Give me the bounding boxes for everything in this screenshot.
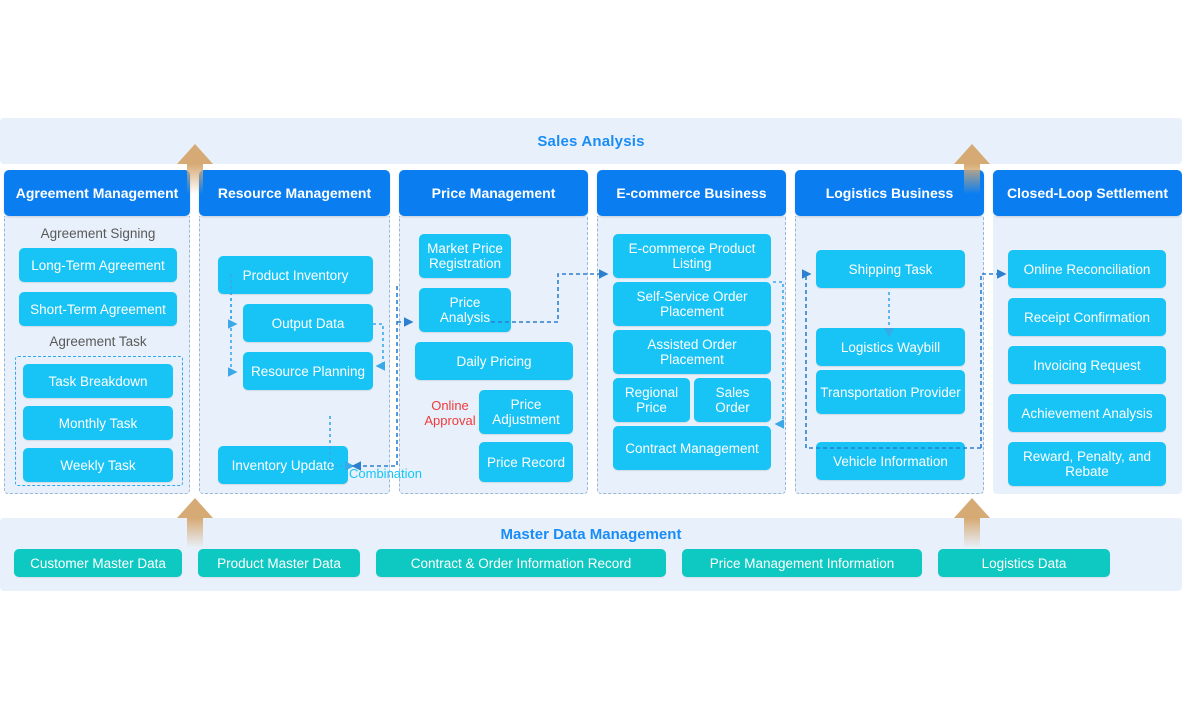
arrow-head [954, 498, 990, 518]
up-arrow-right-top [954, 144, 990, 194]
column-header-ecommerce-business[interactable]: E-commerce Business [597, 170, 786, 216]
column-body-ecommerce-business: E-commerce Product Listing Self-Service … [597, 216, 786, 494]
column-header-price-management[interactable]: Price Management [399, 170, 588, 216]
node-receipt-confirmation[interactable]: Receipt Confirmation [1008, 298, 1166, 336]
up-arrow-left-bottom [177, 498, 213, 548]
node-monthly-task[interactable]: Monthly Task [23, 406, 173, 440]
node-regional-price[interactable]: Regional Price [613, 378, 690, 422]
column-body-logistics-business: Shipping Task Logistics Waybill Transpor… [795, 216, 984, 494]
chip-customer-master-data[interactable]: Customer Master Data [14, 549, 182, 577]
node-daily-pricing[interactable]: Daily Pricing [415, 342, 573, 380]
column-closed-loop-settlement: Closed-Loop Settlement Online Reconcilia… [993, 170, 1182, 494]
section-label-agreement-task: Agreement Task [49, 334, 147, 349]
node-contract-management[interactable]: Contract Management [613, 426, 771, 470]
node-assisted-order-placement[interactable]: Assisted Order Placement [613, 330, 771, 374]
node-price-record[interactable]: Price Record [479, 442, 573, 482]
node-sales-order[interactable]: Sales Order [694, 378, 771, 422]
master-data-chip-row: Customer Master Data Product Master Data… [0, 549, 1182, 577]
node-price-analysis[interactable]: Price Analysis [419, 288, 511, 332]
node-vehicle-information[interactable]: Vehicle Information [816, 442, 965, 480]
node-invoicing-request[interactable]: Invoicing Request [1008, 346, 1166, 384]
column-body-price-management: Market Price Registration Price Analysis… [399, 216, 588, 494]
column-ecommerce-business: E-commerce Business E-commerce Product L… [597, 170, 786, 494]
agreement-task-group-box [15, 356, 183, 486]
node-online-reconciliation[interactable]: Online Reconciliation [1008, 250, 1166, 288]
node-market-price-registration[interactable]: Market Price Registration [419, 234, 511, 278]
column-body-resource-management: Product Inventory Output Data Resource P… [199, 216, 390, 494]
column-body-closed-loop-settlement: Online Reconciliation Receipt Confirmati… [993, 216, 1182, 494]
arrow-shaft [964, 518, 980, 548]
node-output-data[interactable]: Output Data [243, 304, 373, 342]
annotation-combination: Combination [349, 466, 422, 481]
node-reward-penalty-and-rebate[interactable]: Reward, Penalty, and Rebate [1008, 442, 1166, 486]
arrow-head [177, 498, 213, 518]
chip-price-management-information[interactable]: Price Management Information [682, 549, 922, 577]
up-arrow-left-top [177, 144, 213, 194]
chip-product-master-data[interactable]: Product Master Data [198, 549, 360, 577]
node-achievement-analysis[interactable]: Achievement Analysis [1008, 394, 1166, 432]
node-shipping-task[interactable]: Shipping Task [816, 250, 965, 288]
node-resource-planning[interactable]: Resource Planning [243, 352, 373, 390]
column-header-closed-loop-settlement[interactable]: Closed-Loop Settlement [993, 170, 1182, 216]
column-header-logistics-business[interactable]: Logistics Business [795, 170, 984, 216]
column-resource-management: Resource Management Product Inventory Ou… [199, 170, 390, 494]
node-product-inventory[interactable]: Product Inventory [218, 256, 373, 294]
arrow-head [177, 144, 213, 164]
column-header-resource-management[interactable]: Resource Management [199, 170, 390, 216]
section-label-agreement-signing: Agreement Signing [40, 226, 156, 241]
node-task-breakdown[interactable]: Task Breakdown [23, 364, 173, 398]
node-weekly-task[interactable]: Weekly Task [23, 448, 173, 482]
arrow-shaft [187, 164, 203, 194]
arrow-head [954, 144, 990, 164]
node-price-adjustment[interactable]: Price Adjustment [479, 390, 573, 434]
node-inventory-update[interactable]: Inventory Update [218, 446, 348, 484]
chip-contract-and-order-information-record[interactable]: Contract & Order Information Record [376, 549, 666, 577]
master-data-management-title: Master Data Management [500, 526, 682, 543]
node-logistics-waybill[interactable]: Logistics Waybill [816, 328, 965, 366]
column-body-agreement-management: Agreement Signing Long-Term Agreement Sh… [4, 216, 190, 494]
column-logistics-business: Logistics Business Shipping Task Logisti… [795, 170, 984, 494]
node-short-term-agreement[interactable]: Short-Term Agreement [19, 292, 177, 326]
column-agreement-management: Agreement Management Agreement Signing L… [4, 170, 190, 494]
column-price-management: Price Management Market Price Registrati… [399, 170, 588, 494]
note-online-approval: Online Approval [424, 398, 476, 428]
chip-logistics-data[interactable]: Logistics Data [938, 549, 1110, 577]
sales-analysis-title: Sales Analysis [537, 132, 645, 150]
up-arrow-right-bottom [954, 498, 990, 548]
arrow-shaft [187, 518, 203, 548]
arrow-shaft [964, 164, 980, 194]
node-long-term-agreement[interactable]: Long-Term Agreement [19, 248, 177, 282]
column-header-agreement-management[interactable]: Agreement Management [4, 170, 190, 216]
node-transportation-provider[interactable]: Transportation Provider [816, 370, 965, 414]
node-ecommerce-product-listing[interactable]: E-commerce Product Listing [613, 234, 771, 278]
node-self-service-order-placement[interactable]: Self-Service Order Placement [613, 282, 771, 326]
